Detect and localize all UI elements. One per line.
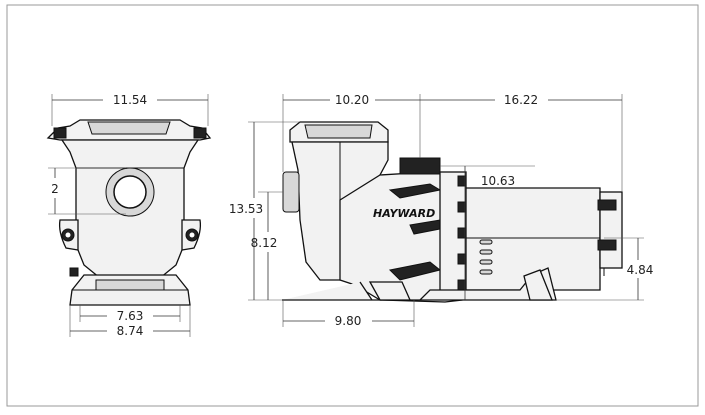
dim-base-length: 9.80 [335,314,362,328]
dim-side-width-left: 10.20 [335,93,369,107]
dim-port-size: 2 [51,182,59,196]
dim-base-outer: 8.74 [117,324,144,338]
dim-overall-height: 13.53 [229,202,263,216]
dim-side-width-right: 16.22 [504,93,538,107]
dim-front-width: 11.54 [113,93,147,107]
drawing-border [6,4,699,407]
dim-inlet-height: 8.12 [251,236,278,250]
front-view [46,119,212,306]
front-dimensions: 11.54 2 7.63 8.74 [48,93,209,338]
dim-outlet-height: 10.63 [481,174,515,188]
motor-vents [479,239,493,275]
side-dimensions: 10.20 16.22 13.53 8.12 10.63 9.80 4.84 [229,93,654,328]
dim-base-inner: 7.63 [117,309,144,323]
dim-motor-height: 4.84 [627,263,654,277]
side-view: HAYWARD [282,121,623,303]
brand-logo: HAYWARD [373,207,435,220]
